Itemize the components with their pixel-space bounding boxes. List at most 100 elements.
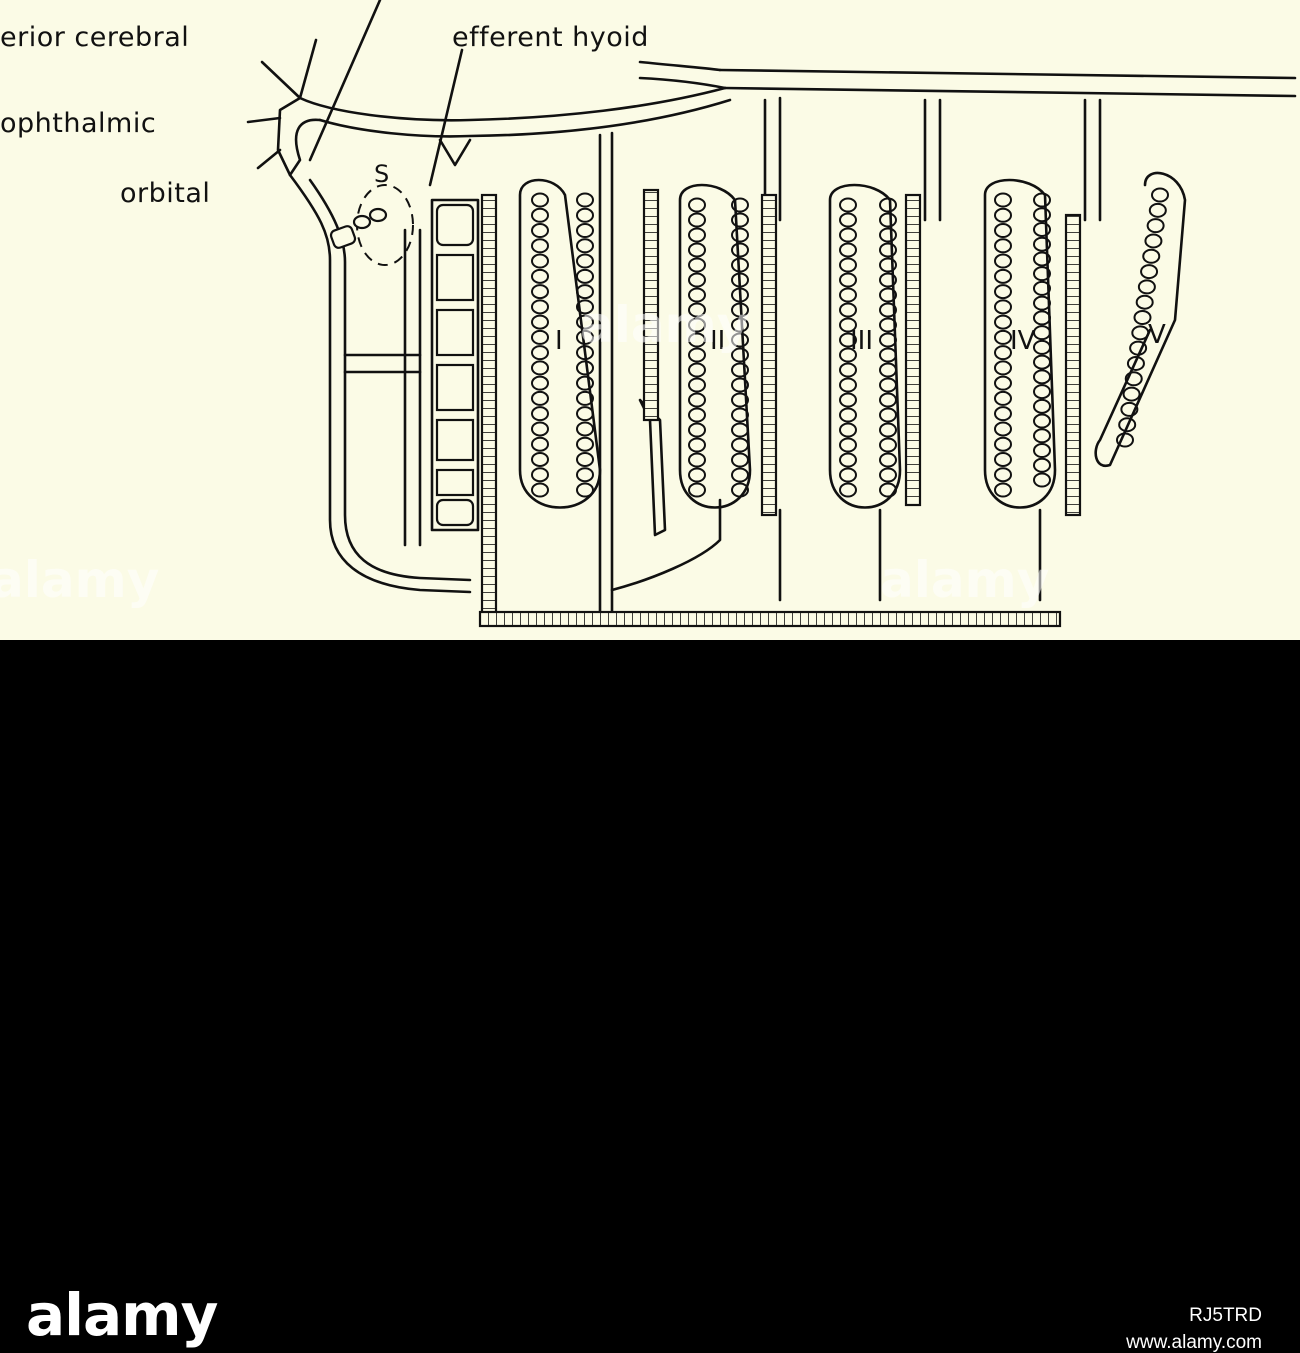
filament-bead xyxy=(731,377,749,393)
filament-bead xyxy=(994,360,1012,376)
filament-bead xyxy=(1151,187,1169,203)
filament-bead xyxy=(731,407,749,423)
afferent-4 xyxy=(1083,98,1102,222)
filament-bead xyxy=(731,332,749,348)
filament-bead xyxy=(879,392,897,408)
filament-bead xyxy=(879,302,897,318)
efferent-hyoid-vessel xyxy=(638,60,727,90)
filament-bead xyxy=(1033,325,1051,341)
label-efferent-hyoid: efferent hyoid xyxy=(452,22,649,53)
filament-bead xyxy=(839,467,857,483)
label-ophthalmic: ophthalmic xyxy=(0,108,157,139)
filament-bead xyxy=(839,302,857,318)
filament-bead xyxy=(994,436,1012,452)
filament-bead xyxy=(879,317,897,333)
filament-bead xyxy=(688,212,706,228)
filament-bead xyxy=(839,197,857,213)
filament-bead xyxy=(531,314,549,330)
filament-bead xyxy=(731,287,749,303)
filament-bead xyxy=(1033,398,1051,414)
filament-bead xyxy=(688,422,706,438)
filament-bead xyxy=(531,482,549,498)
filament-bead xyxy=(994,329,1012,345)
arch-label-4: IV xyxy=(1010,326,1036,356)
filament-bead xyxy=(1137,279,1156,295)
filament-bead xyxy=(1135,294,1154,310)
ladder-vessels xyxy=(478,188,1082,628)
filament-bead xyxy=(839,452,857,468)
filament-bead xyxy=(688,317,706,333)
filament-bead xyxy=(731,467,749,483)
filament-bead xyxy=(1148,202,1167,218)
pointer-line-1 xyxy=(308,0,382,162)
filament-bead xyxy=(1146,218,1165,234)
filament-bead xyxy=(994,390,1012,406)
filament-bead xyxy=(994,345,1012,361)
label-cerebral: erior cerebral xyxy=(0,22,190,53)
filament-bead xyxy=(576,238,594,254)
filament-bead xyxy=(1033,443,1051,459)
filament-bead xyxy=(531,375,549,391)
filament-bead xyxy=(576,421,594,437)
filament-bead xyxy=(688,272,706,288)
filament-bead xyxy=(1126,355,1145,371)
arch-label-1: I xyxy=(555,326,563,356)
filament-bead xyxy=(1033,251,1051,267)
filament-bead xyxy=(731,302,749,318)
filament-bead xyxy=(688,482,706,498)
filament-bead xyxy=(1033,339,1051,355)
filament-bead xyxy=(731,362,749,378)
filament-bead xyxy=(1033,457,1051,473)
filament-bead xyxy=(1118,417,1137,433)
cross-link-1 xyxy=(343,353,422,374)
filament-bead xyxy=(531,207,549,223)
filament-bead xyxy=(994,375,1012,391)
lateral-head-vessel-lower xyxy=(318,98,732,138)
filament-bead xyxy=(531,268,549,284)
anterior-trunk-inner xyxy=(308,178,472,582)
filament-bead xyxy=(688,362,706,378)
filament-bead xyxy=(731,392,749,408)
filament-bead xyxy=(531,284,549,300)
orbital-branch xyxy=(256,148,282,170)
filament-bead xyxy=(1033,413,1051,429)
filament-bead xyxy=(531,329,549,345)
filament-bead xyxy=(576,268,594,284)
filament-bead xyxy=(839,332,857,348)
filament-bead xyxy=(688,197,706,213)
filament-bead xyxy=(576,451,594,467)
image-code: RJ5TRD xyxy=(1189,1305,1262,1326)
filament-bead xyxy=(1033,472,1051,488)
filament-bead xyxy=(1140,264,1159,280)
filament-bead xyxy=(688,302,706,318)
filament-bead xyxy=(531,436,549,452)
filament-bead xyxy=(531,223,549,239)
arch-label-5: V xyxy=(1148,320,1166,350)
filament-bead xyxy=(576,223,594,239)
filament-bead xyxy=(994,268,1012,284)
filament-bead xyxy=(576,253,594,269)
filament-bead xyxy=(994,482,1012,498)
filament-bead xyxy=(731,257,749,273)
filament-bead xyxy=(576,207,594,223)
filament-bead xyxy=(1033,192,1051,208)
anterior-trunk xyxy=(288,173,472,594)
arch-5-outline xyxy=(1094,171,1187,468)
filament-bead xyxy=(731,197,749,213)
filament-bead xyxy=(839,407,857,423)
filament-bead xyxy=(879,437,897,453)
filament-bead xyxy=(994,284,1012,300)
filament-bead xyxy=(576,299,594,315)
arch-3-outline xyxy=(828,183,902,509)
filament-bead xyxy=(994,192,1012,208)
gill-filament-beads xyxy=(531,187,1169,498)
filament-bead xyxy=(731,242,749,258)
filament-bead xyxy=(576,406,594,422)
filament-bead xyxy=(1033,236,1051,252)
filament-bead xyxy=(1033,384,1051,400)
hyoid-small-vessel xyxy=(438,138,472,167)
filament-bead xyxy=(576,436,594,452)
filament-bead xyxy=(879,362,897,378)
filament-bead xyxy=(531,345,549,361)
filament-bead xyxy=(839,362,857,378)
